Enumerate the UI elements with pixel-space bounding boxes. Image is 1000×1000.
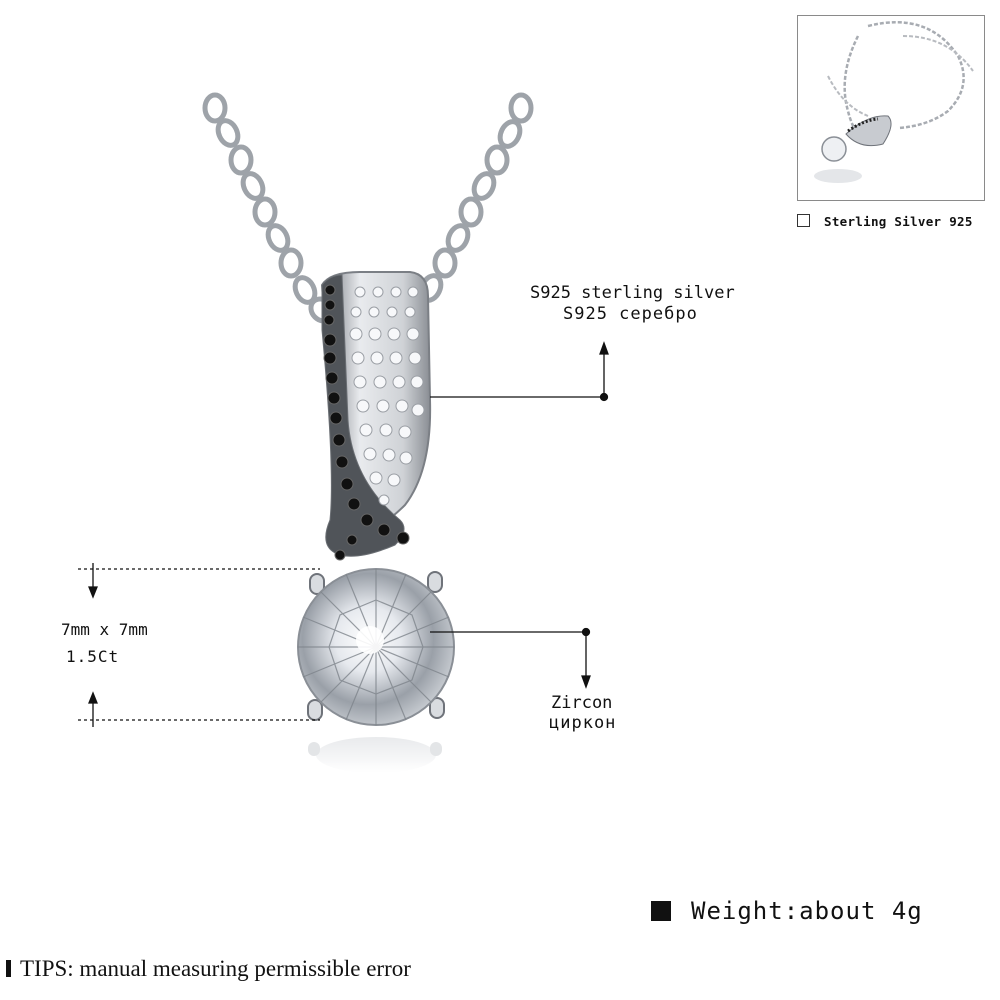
thumbnail-caption[interactable]: Sterling Silver 925	[797, 214, 973, 229]
thumbnail-necklace-icon	[814, 21, 974, 183]
material-label-ru: S925 серебро	[563, 304, 698, 324]
square-bullet-icon	[651, 901, 671, 921]
stone-carat-label: 1.5Ct	[66, 647, 120, 666]
reflection	[308, 737, 442, 773]
tips-text: TIPS: manual measuring permissible error	[20, 956, 411, 981]
tips-note: TIPS: manual measuring permissible error	[6, 956, 411, 982]
stone-label-ru: циркон	[549, 713, 617, 733]
checkbox-icon[interactable]	[797, 214, 810, 227]
bar-bullet-icon	[6, 960, 11, 977]
leader-lines	[78, 341, 609, 727]
material-label-en: S925 sterling silver	[530, 283, 735, 303]
black-stones	[323, 284, 410, 561]
pave-stones	[349, 286, 425, 506]
stone-label-en: Zircon	[551, 693, 613, 713]
weight-info: Weight:about 4g	[651, 897, 923, 925]
thumbnail-image[interactable]	[797, 15, 985, 201]
stone-size-label: 7mm x 7mm	[61, 620, 148, 639]
thumbnail-caption-text: Sterling Silver 925	[824, 214, 973, 229]
weight-text: Weight:about 4g	[691, 897, 923, 925]
zircon-gem	[297, 568, 455, 726]
prongs	[307, 571, 445, 721]
